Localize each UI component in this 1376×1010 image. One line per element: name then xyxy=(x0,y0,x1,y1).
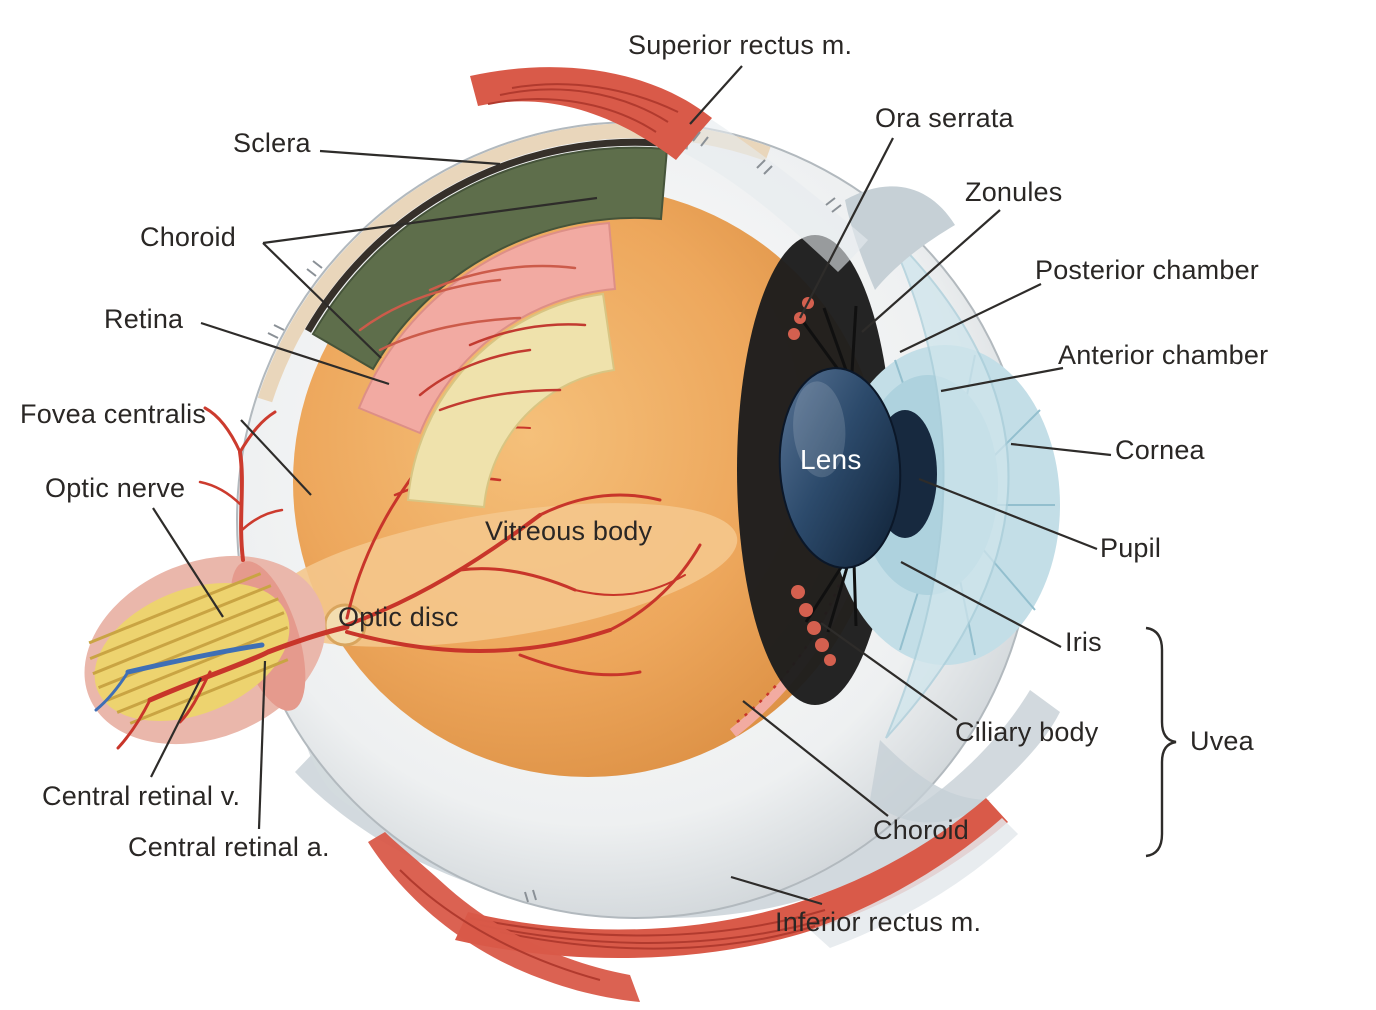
leader-ciliary-body xyxy=(820,622,958,721)
leader-choroid-upper-b xyxy=(262,242,382,359)
leader-superior-rectus xyxy=(689,65,743,125)
label-posterior-chamber: Posterior chamber xyxy=(1035,255,1259,285)
lens-shape xyxy=(778,367,902,569)
retina-layer xyxy=(357,221,617,435)
leader-inferior-rectus xyxy=(730,875,823,906)
leader-central-retinal-a xyxy=(257,660,267,830)
leader-optic-nerve xyxy=(152,507,224,618)
inner-cream-layer xyxy=(406,292,616,509)
label-zonules: Zonules xyxy=(965,177,1063,207)
label-iris: Iris xyxy=(1065,627,1102,657)
label-cornea: Cornea xyxy=(1115,435,1205,465)
label-ora-serrata: Ora serrata xyxy=(875,103,1014,133)
label-central-retinal-v: Central retinal v. xyxy=(42,781,241,811)
anterior-segment xyxy=(737,186,1060,823)
leader-central-retinal-v xyxy=(150,677,202,778)
central-retinal-vessels xyxy=(94,624,350,750)
label-inferior-rectus: Inferior rectus m. xyxy=(775,907,982,937)
leader-pupil xyxy=(918,477,1098,551)
label-choroid-upper: Choroid xyxy=(140,222,236,252)
label-optic-nerve: Optic nerve xyxy=(45,473,186,503)
label-uvea: Uvea xyxy=(1190,726,1254,756)
label-superior-rectus: Superior rectus m. xyxy=(628,30,853,60)
label-anterior-chamber: Anterior chamber xyxy=(1058,340,1269,370)
superior-rectus-muscle xyxy=(470,67,868,272)
leader-lines xyxy=(150,65,1112,906)
leader-iris xyxy=(900,561,1062,648)
optic-nerve-bundle xyxy=(84,406,350,750)
uvea-brace xyxy=(1145,626,1177,858)
leader-fovea xyxy=(240,419,312,496)
label-retina: Retina xyxy=(104,304,184,334)
label-optic-disc: Optic disc xyxy=(338,602,459,632)
label-sclera: Sclera xyxy=(233,128,311,158)
limbus-upper xyxy=(845,186,955,290)
label-choroid-lower: Choroid xyxy=(873,815,969,845)
leader-anterior-chamber xyxy=(940,366,1064,393)
vessel-tree-upper xyxy=(198,406,284,562)
scleral-tick-marks xyxy=(267,131,842,903)
inferior-rectus-muscle xyxy=(368,798,1018,1002)
leader-sclera xyxy=(319,149,501,166)
label-vitreous-body: Vitreous body xyxy=(485,516,653,546)
label-ciliary-body: Ciliary body xyxy=(955,717,1099,747)
leader-ora-serrata xyxy=(799,137,894,319)
limbus-lower xyxy=(870,740,990,823)
leader-choroid-upper-a xyxy=(262,196,598,245)
leader-posterior-chamber xyxy=(899,283,1042,353)
label-lens: Lens xyxy=(800,444,862,475)
zonule-fibers xyxy=(800,305,858,633)
leader-zonules xyxy=(861,209,1001,333)
label-central-retinal-a: Central retinal a. xyxy=(128,832,330,862)
label-pupil: Pupil xyxy=(1100,533,1162,563)
leader-choroid-lower xyxy=(742,700,889,817)
leader-retina xyxy=(200,321,390,386)
leader-cornea xyxy=(1010,442,1112,457)
label-fovea-centralis: Fovea centralis xyxy=(20,399,207,429)
